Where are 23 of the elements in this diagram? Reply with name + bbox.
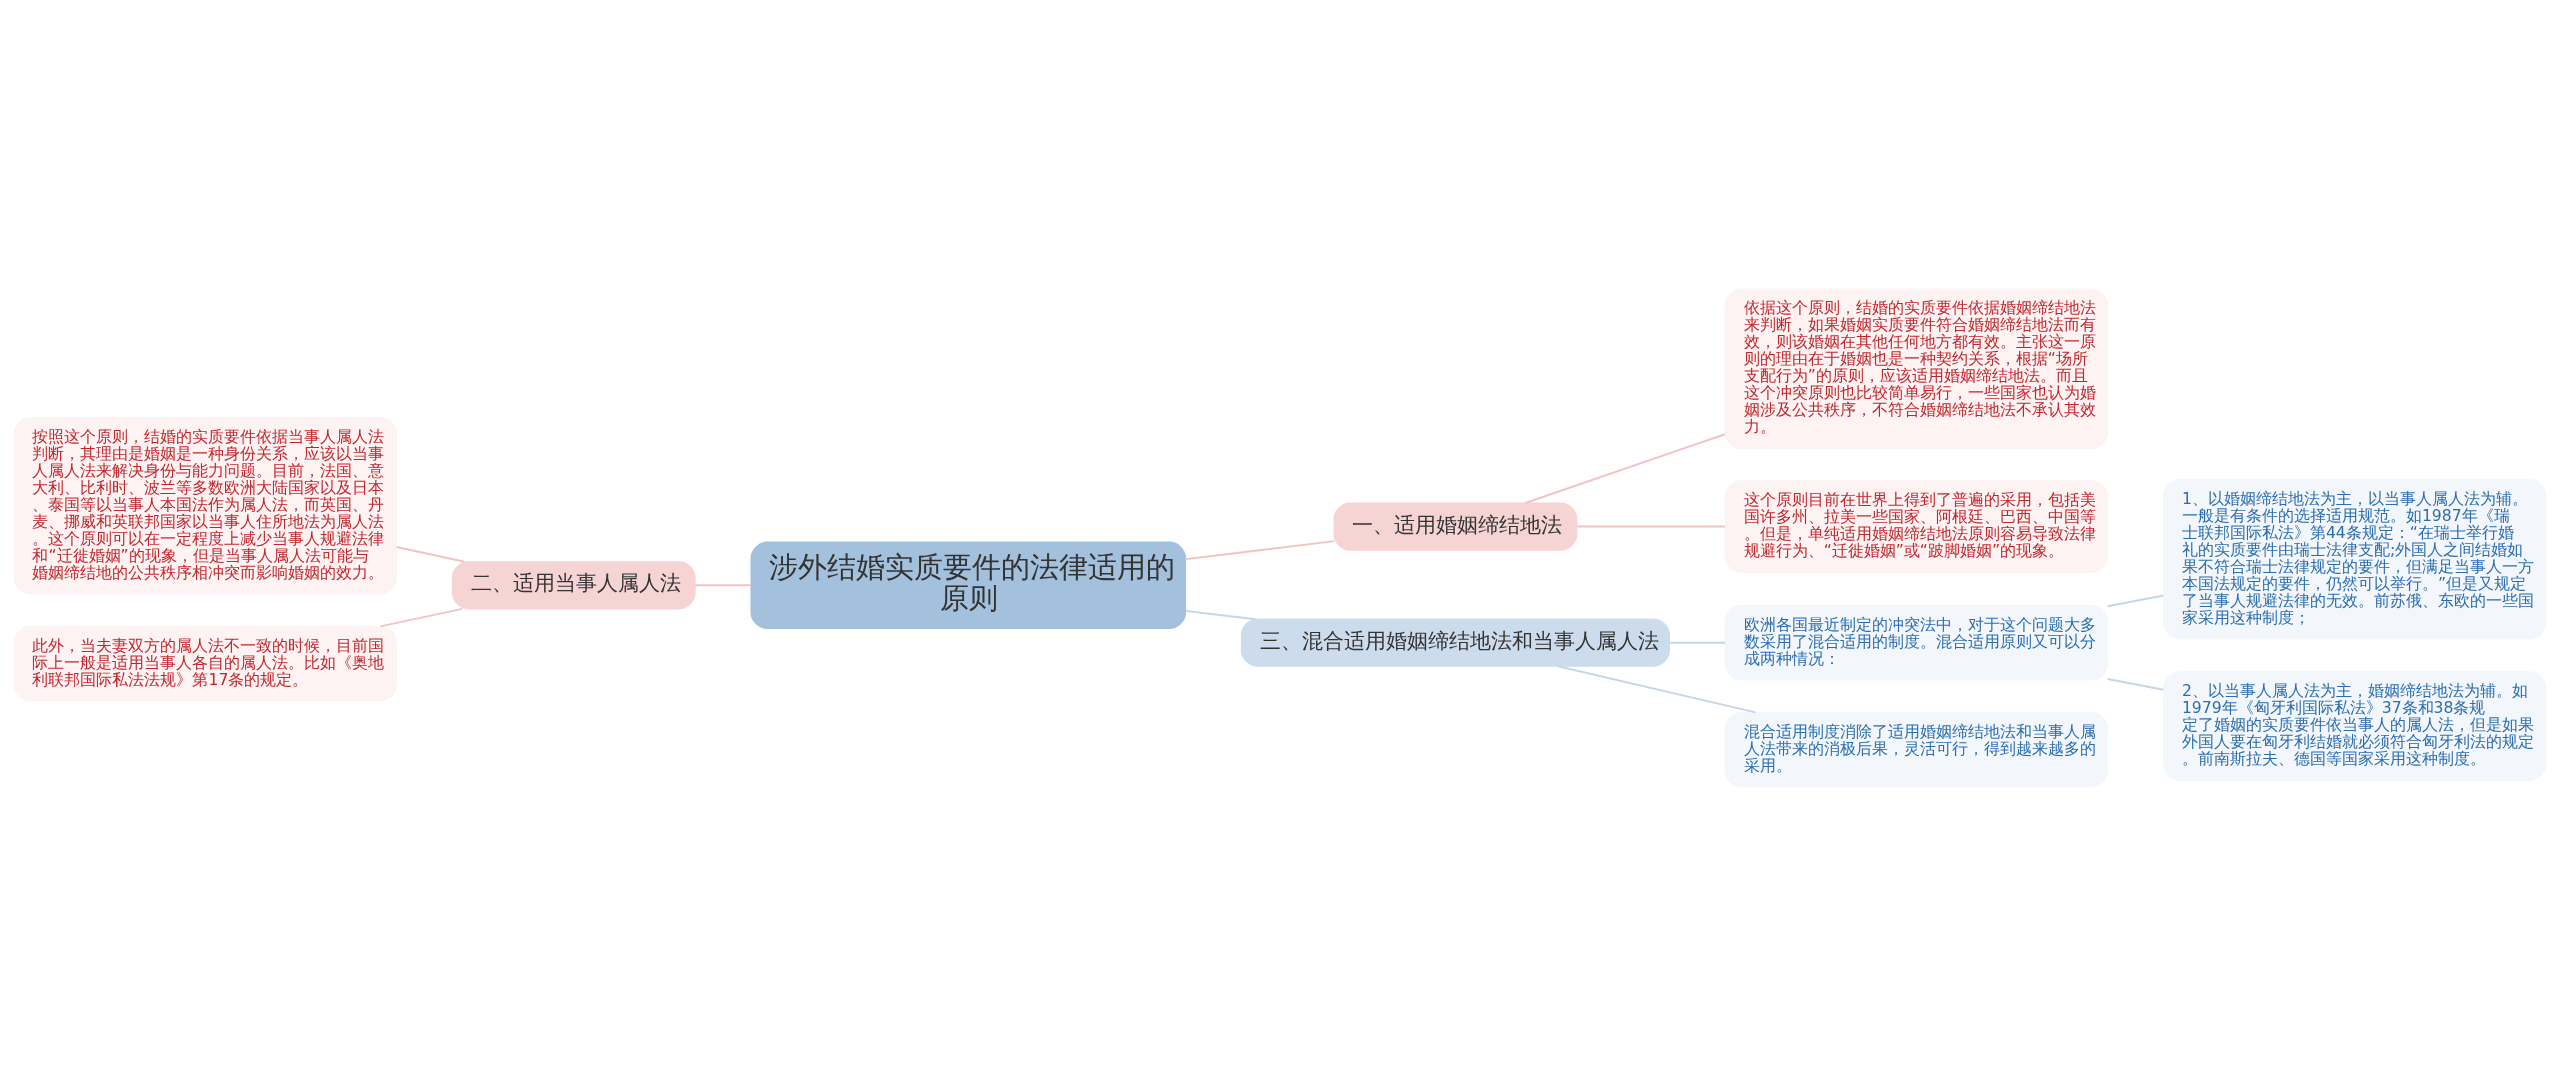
node-box: 欧洲各国最近制定的冲突法中，对于这个问题大多数采用了混合适用的制度。混合适用原则又可以分成两种情况： (1724, 604, 2109, 680)
node-box: 依据这个原则，结婚的实质要件依据婚姻缔结地法来判断，如果婚姻实质要件符合婚姻缔结地法而有效，则该婚姻在其他任何地方都有效。主张这一原则的理由在于婚姻也是一种契约关系，根据“场所支配行为”的原则，应该适用婚姻缔结地法。而且这个冲突原则也比较简单易行，一些国家也认为婚姻涉及公共秩序，不符合婚姻缔结地法不承认其效力。 (1724, 288, 2109, 449)
node-box: 2、以当事人属人法为主，婚姻缔结地法为辅。如1979年《匈牙利国际私法》37条和38条规定了婚姻的实质要件依当事人的属人法，但是如果外国人要在匈牙利结婚就必须符合匈牙利法的规定。前南斯拉夫、德国等国家采用这种制度。 (2162, 670, 2547, 781)
node-box: 这个原则目前在世界上得到了普遍的采用，包括美国许多州、拉美一些国家、阿根廷、巴西、中国等。但是，单纯适用婚姻缔结地法原则容易导致法律规避行为、“迁徙婚姻”或“跛脚婚姻”的现象。 (1724, 479, 2109, 573)
node-box: 二、适用当事人属人法 (451, 560, 696, 609)
connector (2106, 594, 2165, 607)
connector (1556, 664, 1757, 713)
node-box: 一、适用婚姻缔结地法 (1333, 501, 1578, 551)
connector (395, 545, 466, 563)
node-box: 1、以婚姻缔结地法为主，以当事人属人法为辅。一般是有条件的选择适用规范。如1987年《瑞士联邦国际私法》第44条规定：“在瑞士举行婚礼的实质要件由瑞士法律支配;外国人之间结婚如果不符合瑞士法律规定的要件，但满足当事人一方本国法规定的要件，仍然可以举行。”但是又规定了当事人规避法律的无效。前苏俄、东欧的一些国家采用这种制度； (2162, 478, 2547, 639)
node-box: 混合适用制度消除了适用婚姻缔结地法和当事人属人法带来的消极后果，灵活可行，得到越来越多的采用。 (1724, 711, 2109, 787)
connector (2106, 677, 2165, 691)
connector (1576, 525, 1726, 528)
connector (1668, 641, 1727, 644)
connector (1184, 539, 1336, 560)
node-box: 按照这个原则，结婚的实质要件依据当事人属人法判断，其理由是婚姻是一种身份关系，应该以当事人属人法来解决身份与能力问题。目前，法国、意大利、比利时、波兰等多数欧洲大陆国家以及日本、泰国等以当事人本国法作为属人法，而英国、丹麦、挪威和英联邦国家以当事人住所地法为属人法。这个原则可以在一定程度上减少当事人规避法律和“迁徙婚姻”的现象，但是当事人属人法可能与婚姻缔结地的公共秩序相冲突而影响婚姻的效力。 (13, 416, 398, 594)
connector (1184, 609, 1257, 620)
connector (379, 607, 464, 627)
node-box: 涉外结婚实质要件的法律适用的原则 (750, 541, 1187, 629)
connector (1524, 432, 1726, 504)
node-box: 此外，当夫妻双方的属人法不一致的时候，目前国际上一般是适用当事人各自的属人法。比如《奥地利联邦国际私法法规》第17条的规定。 (13, 625, 398, 701)
node-box: 三、混合适用婚姻缔结地法和当事人属人法 (1240, 618, 1670, 667)
connector (694, 583, 752, 586)
